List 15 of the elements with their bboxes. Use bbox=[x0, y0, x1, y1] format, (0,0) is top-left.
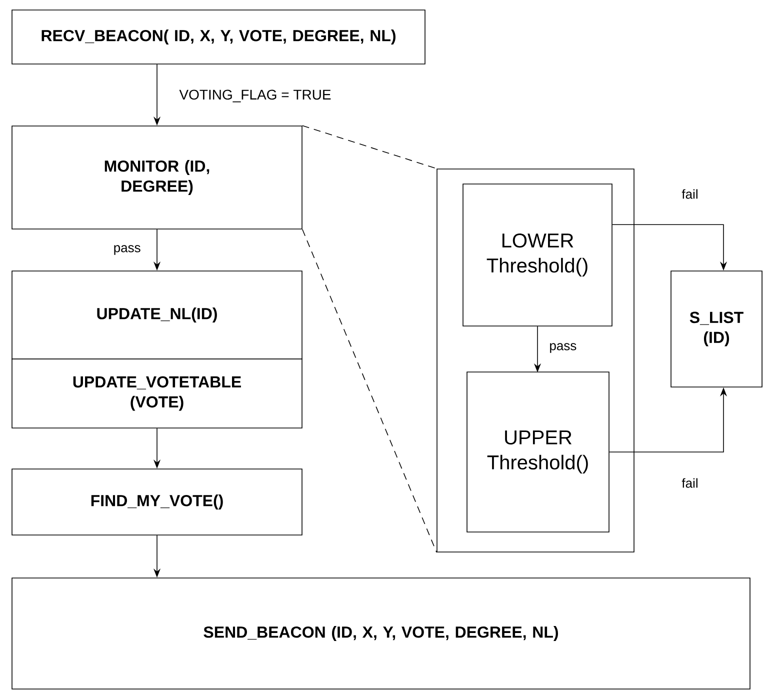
edge-label: fail bbox=[682, 478, 698, 488]
edge-label: pass bbox=[550, 343, 576, 353]
process-box: FIND_MY_VOTE() bbox=[12, 468, 302, 536]
process-box: UPDATE_VOTETABLE (VOTE) bbox=[12, 358, 302, 428]
edge-label: VOTING_FLAG = TRUE bbox=[179, 90, 331, 102]
process-box: MONITOR (ID, DEGREE) bbox=[12, 126, 302, 230]
threshold-box: UPPER Threshold() bbox=[466, 372, 610, 532]
edge-label: pass bbox=[114, 245, 140, 255]
list-box: S_LIST (ID) bbox=[670, 270, 762, 388]
process-box: RECV_BEACON( ID, X, Y, VOTE, DEGREE, NL) bbox=[12, 10, 426, 64]
threshold-box: LOWER Threshold() bbox=[462, 184, 612, 326]
process-box: UPDATE_NL(ID) bbox=[12, 270, 302, 360]
zoom-line bbox=[302, 125, 437, 553]
edge-label: fail bbox=[682, 189, 698, 199]
process-box: SEND_BEACON (ID, X, Y, VOTE, DEGREE, NL) bbox=[12, 578, 750, 690]
